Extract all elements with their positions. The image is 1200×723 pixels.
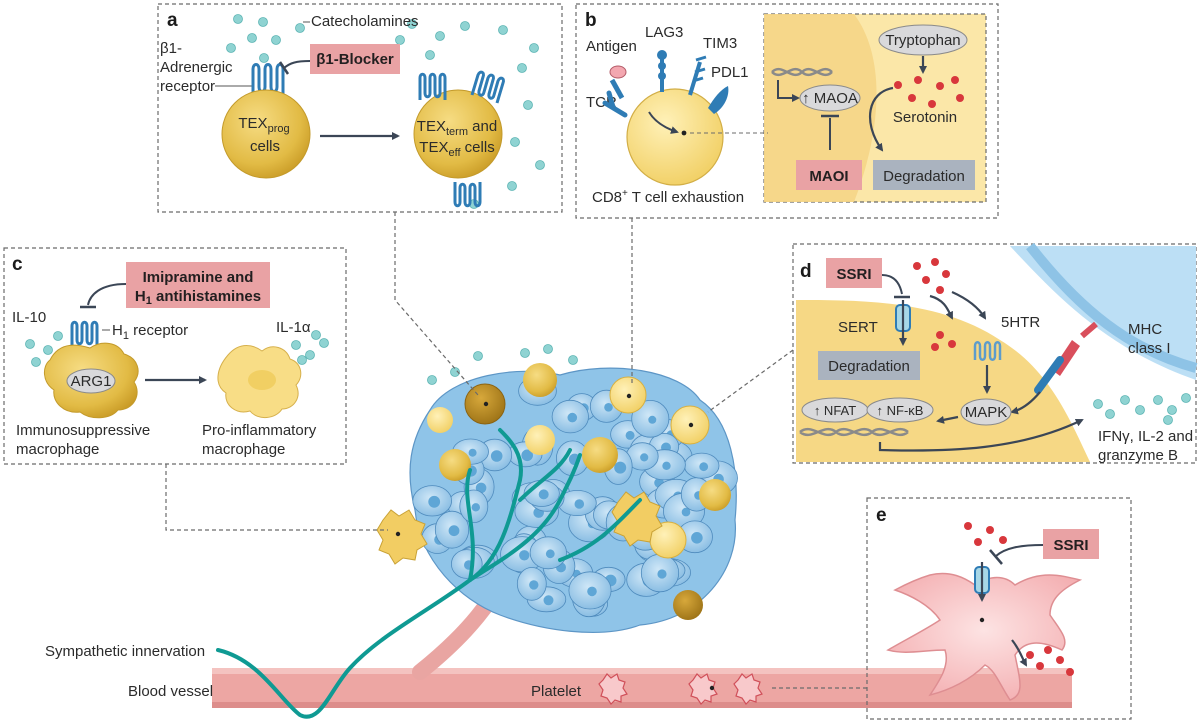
- mapk-node: [960, 398, 1012, 426]
- pdl1-label: PDL1: [711, 64, 749, 81]
- imipramine-label-line1: Imipramine and: [143, 269, 254, 286]
- panel-c: c Imipramine and H1 antihistamines IL-10…: [3, 247, 347, 465]
- receptor-label-line1: β1-: [160, 40, 182, 57]
- panel-a: a Catecholamines β1- Adrenergic receptor…: [157, 3, 563, 213]
- nfkb-node: [866, 397, 934, 423]
- panel-d: d SSRI SERT 5HTR Degradation MHC class I…: [792, 242, 1198, 464]
- ssri-label-e: SSRI: [1053, 537, 1088, 554]
- panel-b-letter: b: [585, 10, 597, 31]
- degradation-box-b: [873, 160, 975, 190]
- panel-e: e SSRI: [866, 497, 1132, 720]
- tex-prog-label: TEXprog: [238, 115, 289, 135]
- tex-term-label: TEXterm and: [417, 118, 497, 138]
- degradation-label-b: Degradation: [883, 168, 965, 185]
- mhc-label-line1: MHC: [1128, 321, 1162, 338]
- tex-prog-cell: [221, 89, 311, 179]
- immunosuppressive-label-line1: Immunosuppressive: [16, 422, 150, 439]
- sert-label: SERT: [838, 319, 878, 336]
- tumor-mass: [376, 344, 738, 633]
- serotonin-dots: [894, 76, 964, 108]
- tex-eff-label: TEXeff cells: [419, 139, 494, 159]
- maoa-node: [799, 84, 861, 112]
- panel-d-letter: d: [800, 261, 812, 282]
- h1-receptor-label: H1 receptor: [112, 322, 188, 342]
- maoi-box: [796, 160, 862, 190]
- receptor-label-line2: Adrenergic: [160, 59, 233, 76]
- dna-icon-d: [799, 427, 909, 437]
- 5htr-label: 5HTR: [1001, 314, 1040, 331]
- receptor-cluster-icon: [418, 70, 505, 208]
- nfat-label: ↑ NFAT: [814, 403, 856, 418]
- ssri-box-d: [826, 258, 882, 288]
- dna-icon: [771, 67, 833, 77]
- ssri-box-e: [1043, 529, 1099, 559]
- serotonin-dots-d: [913, 258, 956, 351]
- imipramine-label-line2: H1 antihistamines: [135, 288, 261, 307]
- serotonin-label: Serotonin: [893, 109, 957, 126]
- 5htr-icon: [973, 341, 1002, 361]
- panel-c-letter: c: [12, 254, 23, 275]
- catecholamines-label: Catecholamines: [311, 13, 419, 30]
- cd8-caption: CD8+ T cell exhaustion: [592, 188, 744, 206]
- il1a-label: IL-1α: [276, 319, 311, 336]
- panel-a-letter: a: [167, 10, 178, 31]
- pro-inflammatory-label-line2: macrophage: [202, 441, 285, 458]
- maoa-label: ↑ MAOA: [802, 90, 858, 107]
- platelet-cell-e: [886, 572, 1083, 701]
- antigen-label: Antigen: [586, 38, 637, 55]
- t-cell-receptors-icon: [602, 50, 729, 118]
- output-label-line1: IFNγ, IL-2 and: [1098, 428, 1193, 445]
- h1-receptor-icon: [70, 320, 99, 346]
- nfkb-label: ↑ NF-κB: [877, 403, 924, 418]
- platelets: [598, 673, 763, 705]
- output-label-line2: granzyme B: [1098, 447, 1178, 464]
- tryptophan-label: Tryptophan: [885, 32, 960, 49]
- imipramine-box: [126, 262, 270, 308]
- tex-prog-cells-label: cells: [250, 138, 280, 155]
- sympathetic-innervation-label: Sympathetic innervation: [45, 643, 205, 660]
- blood-vessel-label: Blood vessel: [128, 683, 213, 700]
- panel-e-letter: e: [876, 505, 887, 526]
- beta1-blocker-label: β1-Blocker: [316, 51, 394, 68]
- receptor-label-line3: receptor: [160, 78, 215, 95]
- mhc-label-line2: class I: [1128, 340, 1171, 357]
- panel-b: b Antigen LAG3 TIM3 PDL1 TCR CD8+ T cell…: [575, 3, 999, 219]
- blood-vessel: [212, 668, 1072, 708]
- leader-lines: [165, 212, 867, 689]
- tex-term-eff-cell: [413, 89, 503, 179]
- mapk-label: MAPK: [965, 404, 1008, 421]
- ssri-label-d: SSRI: [836, 266, 871, 283]
- tim3-label: TIM3: [703, 35, 737, 52]
- lag3-label: LAG3: [645, 24, 683, 41]
- immunosuppressive-label-line2: macrophage: [16, 441, 99, 458]
- arg1-label: ARG1: [71, 373, 112, 390]
- tryptophan-node: [878, 24, 968, 56]
- sympathetic-nerve: [216, 428, 642, 719]
- degradation-label-d: Degradation: [828, 358, 910, 375]
- maoi-label: MAOI: [809, 168, 848, 185]
- pro-inflammatory-label-line1: Pro-inflammatory: [202, 422, 317, 439]
- cd8-t-cell: [626, 88, 724, 186]
- beta1-blocker-box: [310, 44, 400, 74]
- degradation-box-d: [818, 351, 920, 380]
- mhc-tcr-icon: [1034, 321, 1098, 394]
- platelet-label: Platelet: [531, 683, 582, 700]
- il10-label: IL-10: [12, 309, 46, 326]
- beta1-receptor-icon: [251, 63, 285, 95]
